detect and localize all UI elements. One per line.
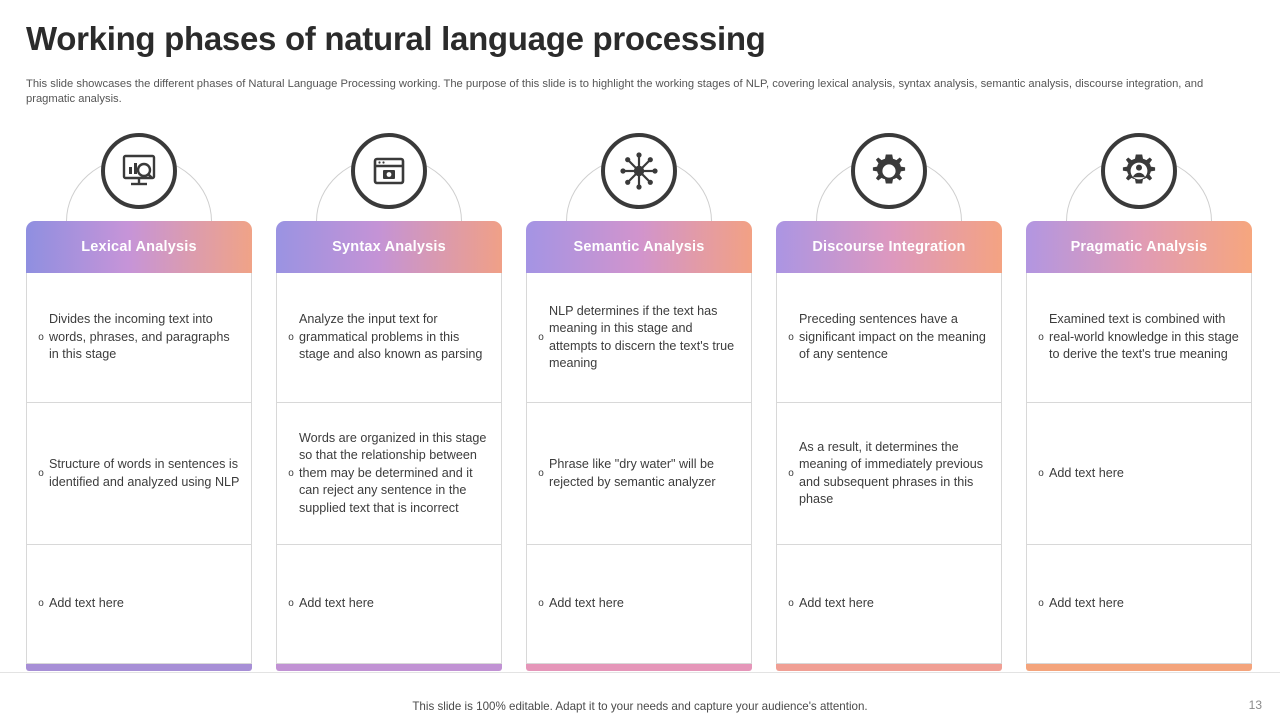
network-node-icon: [601, 133, 677, 209]
list-item[interactable]: o NLP determines if the text has meaning…: [527, 273, 751, 403]
page-number: 13: [1248, 698, 1262, 712]
phase-column-discourse-integration: Discourse Integration o Preceding senten…: [764, 126, 1014, 671]
phase-title: Discourse Integration: [812, 239, 966, 255]
cell-text: As a result, it determines the meaning o…: [799, 439, 984, 507]
cell-text: Analyze the input text for grammatical p…: [299, 312, 483, 362]
bullet-icon: o: [788, 331, 794, 343]
bullet-icon: o: [288, 598, 294, 609]
list-item[interactable]: o Add text here: [277, 545, 501, 663]
cell-text: Structure of words in sentences is ident…: [49, 457, 240, 489]
phase-cells: o Divides the incoming text into words, …: [26, 273, 252, 664]
list-item[interactable]: o Examined text is combined with real-wo…: [1027, 273, 1251, 403]
phase-title: Syntax Analysis: [332, 239, 446, 255]
bullet-icon: o: [38, 331, 44, 343]
cell-text: NLP determines if the text has meaning i…: [549, 303, 735, 371]
phase-header-semantic-analysis: Semantic Analysis: [526, 221, 752, 273]
phase-cells: o Preceding sentences have a significant…: [776, 273, 1002, 664]
icon-area: [764, 126, 1014, 286]
phase-header-discourse-integration: Discourse Integration: [776, 221, 1002, 273]
bullet-icon: o: [38, 598, 44, 609]
bullet-icon: o: [538, 331, 544, 343]
list-item[interactable]: o Analyze the input text for grammatical…: [277, 273, 501, 403]
browser-window-icon: [351, 133, 427, 209]
cell-text: Add text here: [1049, 596, 1124, 611]
list-item[interactable]: o Add text here: [1027, 545, 1251, 663]
list-item[interactable]: o Add text here: [1027, 403, 1251, 545]
footer-divider: [0, 672, 1280, 673]
footer-note: This slide is 100% editable. Adapt it to…: [412, 700, 868, 713]
phase-header-syntax-analysis: Syntax Analysis: [276, 221, 502, 273]
phase-column-syntax-analysis: Syntax Analysis o Analyze the input text…: [264, 126, 514, 671]
icon-area: [264, 126, 514, 286]
phase-columns: Lexical Analysis o Divides the incoming …: [14, 126, 1266, 671]
column-accent-bar: [776, 664, 1002, 671]
column-accent-bar: [1026, 664, 1252, 671]
bullet-icon: o: [1038, 467, 1044, 479]
phase-title: Semantic Analysis: [573, 239, 705, 255]
cell-text: Examined text is combined with real-worl…: [1049, 312, 1239, 362]
list-item[interactable]: o Add text here: [27, 545, 251, 663]
page-title: Working phases of natural language proce…: [26, 20, 766, 57]
cell-text: Words are organized in this stage so tha…: [299, 430, 487, 515]
icon-area: [14, 126, 264, 286]
list-item[interactable]: o Add text here: [777, 545, 1001, 663]
cell-text: Add text here: [299, 596, 374, 611]
bullet-icon: o: [1038, 598, 1044, 609]
bullet-icon: o: [1038, 331, 1044, 343]
bullet-icon: o: [538, 467, 544, 479]
column-accent-bar: [26, 664, 252, 671]
list-item[interactable]: o Divides the incoming text into words, …: [27, 273, 251, 403]
cell-text: Add text here: [549, 596, 624, 611]
cell-text: Divides the incoming text into words, ph…: [49, 312, 230, 362]
phase-column-semantic-analysis: Semantic Analysis o NLP determines if th…: [514, 126, 764, 671]
phase-title: Lexical Analysis: [81, 239, 197, 255]
cell-text: Add text here: [49, 596, 124, 611]
phase-header-pragmatic-analysis: Pragmatic Analysis: [1026, 221, 1252, 273]
phase-cells: o Examined text is combined with real-wo…: [1026, 273, 1252, 664]
cell-text: Add text here: [1049, 465, 1124, 480]
phase-cells: o Analyze the input text for grammatical…: [276, 273, 502, 664]
cell-text: Preceding sentences have a significant i…: [799, 312, 986, 362]
bullet-icon: o: [288, 331, 294, 343]
icon-area: [1014, 126, 1264, 286]
icon-area: [514, 126, 764, 286]
phase-cells: o NLP determines if the text has meaning…: [526, 273, 752, 664]
bullet-icon: o: [538, 598, 544, 609]
cell-text: Add text here: [799, 596, 874, 611]
phase-title: Pragmatic Analysis: [1070, 239, 1208, 255]
phase-column-pragmatic-analysis: Pragmatic Analysis o Examined text is co…: [1014, 126, 1264, 671]
bullet-icon: o: [788, 467, 794, 479]
column-accent-bar: [276, 664, 502, 671]
chart-magnifier-icon: [101, 133, 177, 209]
list-item[interactable]: o Words are organized in this stage so t…: [277, 403, 501, 545]
bullet-icon: o: [38, 467, 44, 479]
list-item[interactable]: o Preceding sentences have a significant…: [777, 273, 1001, 403]
gear-icon: [851, 133, 927, 209]
phase-column-lexical-analysis: Lexical Analysis o Divides the incoming …: [14, 126, 264, 671]
column-accent-bar: [526, 664, 752, 671]
list-item[interactable]: o As a result, it determines the meaning…: [777, 403, 1001, 545]
bullet-icon: o: [788, 598, 794, 609]
phase-header-lexical-analysis: Lexical Analysis: [26, 221, 252, 273]
list-item[interactable]: o Phrase like "dry water" will be reject…: [527, 403, 751, 545]
list-item[interactable]: o Add text here: [527, 545, 751, 663]
bullet-icon: o: [288, 467, 294, 479]
slide-subtitle: This slide showcases the different phase…: [26, 78, 1204, 105]
gear-person-icon: [1101, 133, 1177, 209]
cell-text: Phrase like "dry water" will be rejected…: [549, 457, 716, 489]
list-item[interactable]: o Structure of words in sentences is ide…: [27, 403, 251, 545]
